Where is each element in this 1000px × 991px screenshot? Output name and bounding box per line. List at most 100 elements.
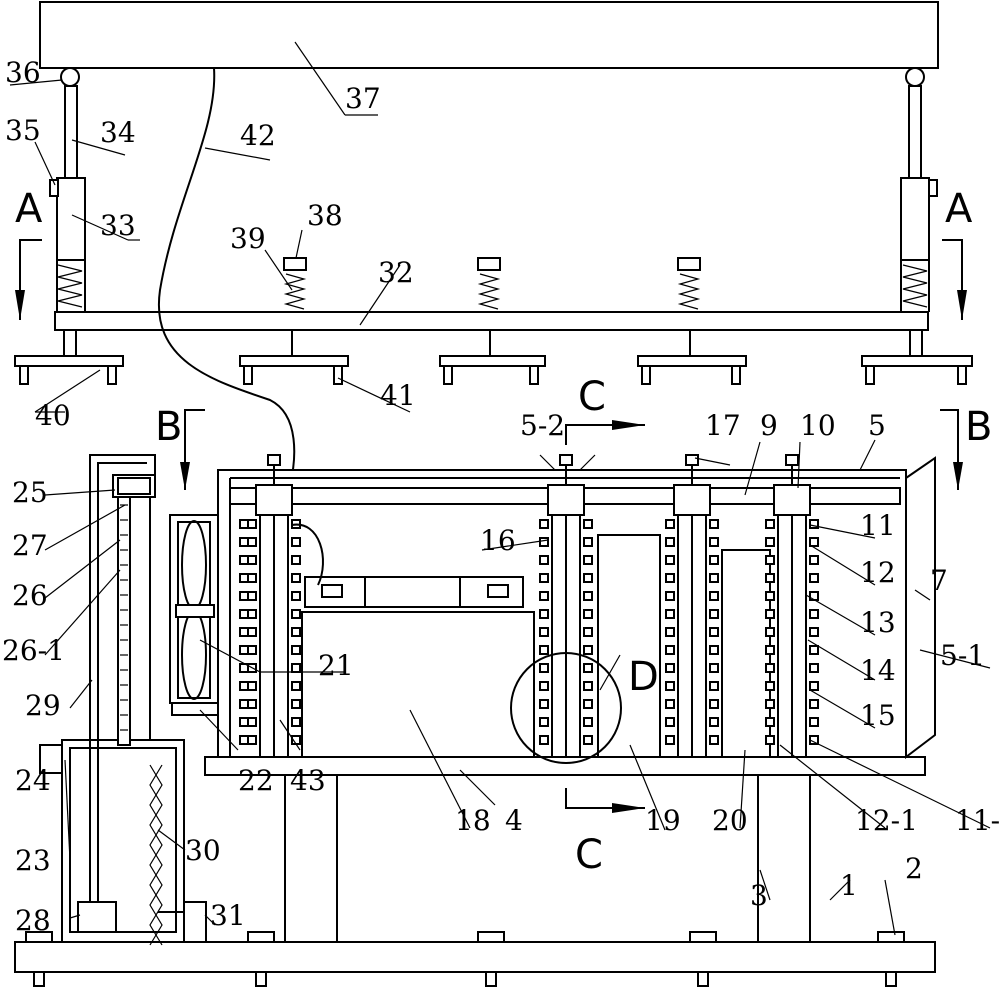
- label-5-1: 5-1: [940, 639, 985, 672]
- internal-wire: [291, 523, 324, 586]
- fin: [665, 645, 675, 655]
- label-42: 42: [240, 119, 276, 152]
- spring-bolt-1: [283, 257, 307, 310]
- fin: [247, 735, 257, 745]
- fin: [709, 699, 719, 709]
- fin: [765, 555, 775, 565]
- fin: [709, 627, 719, 637]
- fin: [239, 519, 249, 529]
- fin: [291, 663, 301, 673]
- fin: [239, 591, 249, 601]
- label-37: 37: [345, 82, 381, 115]
- adjust-knobs: [267, 454, 799, 485]
- fin: [291, 537, 301, 547]
- water-tank: [39, 739, 207, 946]
- label-39: 39: [230, 222, 266, 255]
- fin: [247, 717, 257, 727]
- fin: [765, 645, 775, 655]
- section-c-top-letter: C: [578, 374, 606, 420]
- label-43: 43: [290, 764, 326, 797]
- label-25: 25: [12, 476, 48, 509]
- label-40: 40: [35, 399, 71, 432]
- fin: [539, 609, 549, 619]
- fin: [583, 681, 593, 691]
- fin: [247, 645, 257, 655]
- fin: [291, 717, 301, 727]
- fin: [709, 573, 719, 583]
- label-16: 16: [480, 524, 516, 557]
- fin: [765, 537, 775, 547]
- label-34: 34: [100, 116, 136, 149]
- label-18: 18: [455, 804, 491, 837]
- section-c-top: [565, 420, 645, 445]
- label-29: 29: [25, 689, 61, 722]
- fin: [809, 591, 819, 601]
- leg-right: [757, 774, 811, 943]
- fin: [709, 519, 719, 529]
- fin: [247, 591, 257, 601]
- fin: [583, 663, 593, 673]
- section-b-right-letter: B: [965, 404, 992, 450]
- heating-fins: [239, 519, 819, 745]
- leg-left: [284, 774, 338, 943]
- fin: [291, 555, 301, 565]
- fin: [247, 609, 257, 619]
- fin: [247, 573, 257, 583]
- fin: [291, 681, 301, 691]
- fin: [539, 573, 549, 583]
- fin: [239, 681, 249, 691]
- fin: [809, 573, 819, 583]
- fin: [239, 645, 249, 655]
- fin: [583, 555, 593, 565]
- fin: [809, 609, 819, 619]
- fin: [809, 537, 819, 547]
- base-bolts: [25, 931, 905, 987]
- workpiece-18: [301, 611, 535, 758]
- workpiece-20: [721, 549, 771, 758]
- fin: [239, 609, 249, 619]
- label-11-1: 11-1: [955, 804, 1000, 837]
- fin: [291, 627, 301, 637]
- fin: [239, 735, 249, 745]
- spring-bolt-2: [477, 257, 501, 310]
- fin: [809, 717, 819, 727]
- label-30: 30: [185, 834, 221, 867]
- label-3: 3: [750, 879, 768, 912]
- left-pivot: [60, 67, 80, 87]
- fin: [539, 717, 549, 727]
- right-pivot: [905, 67, 925, 87]
- fin: [247, 537, 257, 547]
- heater-column-1: [255, 484, 293, 758]
- label-36: 36: [5, 56, 41, 89]
- fin: [539, 663, 549, 673]
- fan: [169, 514, 219, 716]
- heater-column-3: [673, 484, 711, 758]
- fin: [765, 573, 775, 583]
- label-22: 22: [238, 764, 274, 797]
- fin: [583, 609, 593, 619]
- label-9: 9: [760, 409, 778, 442]
- fin: [765, 609, 775, 619]
- fin: [809, 699, 819, 709]
- fin: [239, 555, 249, 565]
- fin: [583, 573, 593, 583]
- fin: [583, 519, 593, 529]
- fin: [809, 663, 819, 673]
- fin: [665, 519, 675, 529]
- foot-2: [239, 330, 349, 385]
- fin: [539, 735, 549, 745]
- fin: [239, 699, 249, 709]
- detail-circle: [510, 652, 622, 764]
- fin: [809, 645, 819, 655]
- fin: [665, 609, 675, 619]
- label-10: 10: [800, 409, 836, 442]
- fin: [583, 717, 593, 727]
- fin: [765, 591, 775, 601]
- label-24: 24: [15, 764, 51, 797]
- fin: [665, 717, 675, 727]
- fin: [247, 699, 257, 709]
- section-c-bottom-letter: C: [575, 832, 603, 878]
- left-cylinder: [49, 85, 86, 312]
- label-17: 17: [705, 409, 741, 442]
- fin: [583, 627, 593, 637]
